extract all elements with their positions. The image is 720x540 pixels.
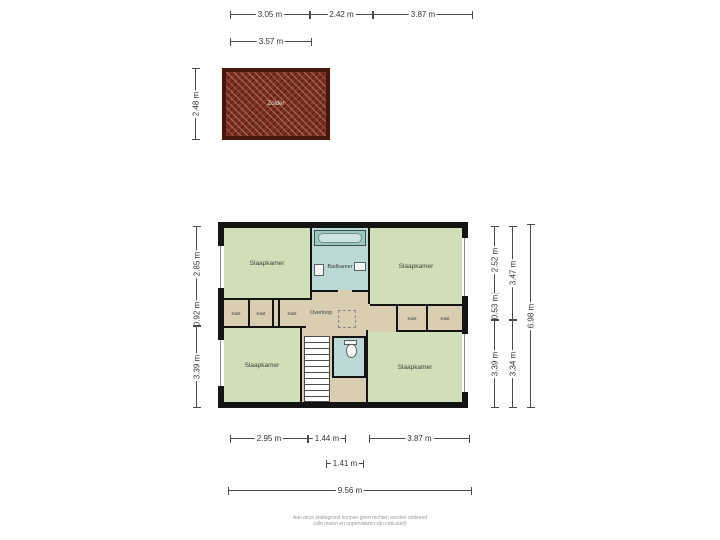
bathtub <box>314 230 366 246</box>
dim-label: 1.44 m <box>312 434 342 444</box>
dim-label: 3.47 m <box>508 258 518 288</box>
attic-plan: Zolder <box>222 68 330 140</box>
room-label: Kast <box>231 310 241 316</box>
wall <box>370 304 462 306</box>
dim-label: 6.98 m <box>526 301 536 331</box>
dim-left-3: 3.39 m <box>192 326 202 408</box>
window-left-bottom <box>218 340 224 386</box>
room-label: Kast <box>407 315 417 321</box>
wall <box>300 328 302 402</box>
dim-bottom-2: 1.44 m <box>308 434 346 444</box>
wall <box>224 326 306 328</box>
room-label: Slaapkamer <box>398 262 434 270</box>
room-bedroom-bottom-right: Slaapkamer <box>368 332 462 402</box>
room-bedroom-bottom-left: Slaapkamer <box>224 328 300 402</box>
wall <box>366 330 368 402</box>
room-label: Badkamer <box>327 264 353 270</box>
washer-dashed-outline <box>338 310 356 328</box>
dim-top-2: 2.42 m <box>310 10 373 20</box>
dim-label: 3.34 m <box>508 349 518 379</box>
dim-label: 0.92 m <box>192 299 202 329</box>
dim-label: 2.85 m <box>192 249 202 279</box>
dim-label: 3.05 m <box>255 10 285 20</box>
toilet-cistern <box>344 340 357 345</box>
window-left-top <box>218 246 224 288</box>
stairs <box>304 336 330 402</box>
dim-right-mid-2: 3.34 m <box>508 320 518 408</box>
dim-right-mid-1: 3.47 m <box>508 226 518 320</box>
room-closet-1: Kast <box>224 300 248 326</box>
room-label: Slaapkamer <box>244 361 280 369</box>
wall <box>396 306 398 330</box>
room-bedroom-top-left: Slaapkamer <box>224 228 310 298</box>
wall <box>310 228 312 298</box>
dim-label: 2.95 m <box>254 434 284 444</box>
door-gap-bathroom <box>338 290 352 292</box>
sink-fixture <box>354 262 366 271</box>
room-closet-3: Kast <box>280 300 304 326</box>
dim-attic-width: 3.57 m <box>230 37 312 47</box>
dim-label: 3.57 m <box>256 37 286 47</box>
toilet-fixture <box>346 344 357 358</box>
dim-bottom-4: 1.41 m <box>326 459 364 469</box>
room-label-zolder: Zolder <box>267 101 285 107</box>
dim-label: 3.87 m <box>408 10 438 20</box>
room-label: Kast <box>287 310 297 316</box>
room-wc <box>332 336 366 378</box>
room-closet-5: Kast <box>428 306 462 330</box>
bathtub-inner <box>318 233 362 243</box>
dim-attic-height: 2.48 m <box>191 68 201 140</box>
dim-label: 2.42 m <box>327 10 356 20</box>
dim-label: 3.39 m <box>490 349 500 379</box>
dim-top-1: 3.05 m <box>230 10 310 20</box>
dim-right-inner-2: 0.53 m <box>490 292 500 322</box>
dim-label: 2.48 m <box>191 89 201 119</box>
wall <box>272 300 274 326</box>
dim-right-inner-3: 3.39 m <box>490 320 500 408</box>
wall <box>396 330 462 332</box>
dim-right-outer: 6.98 m <box>526 224 536 408</box>
disclaimer-line-1: Aan deze plattegrond kunnen geen rechten… <box>292 515 428 521</box>
toilet-fixture <box>314 264 324 276</box>
dim-bottom-3: 3.87 m <box>369 434 470 444</box>
dim-right-inner-1: 2.52 m <box>490 226 500 294</box>
wall <box>426 306 428 330</box>
wall <box>278 300 280 326</box>
wall <box>224 298 312 300</box>
dim-left-1: 2.85 m <box>192 226 202 302</box>
dim-label: 9.56 m <box>335 486 365 496</box>
room-label: Slaapkamer <box>249 259 285 267</box>
room-closet-4: Kast <box>398 306 426 330</box>
room-label: Kast <box>440 315 450 321</box>
dim-top-3: 3.87 m <box>373 10 473 20</box>
disclaimer-caption: Aan deze plattegrond kunnen geen rechten… <box>293 515 427 527</box>
disclaimer-line-2: (alle maten en oppervlakten zijn indicat… <box>313 521 407 527</box>
room-closet-2: Kast <box>250 300 272 326</box>
first-floor-plan: Slaapkamer Badkamer Slaapkamer Kast Kast <box>218 222 468 408</box>
room-bedroom-top-right: Slaapkamer <box>370 228 462 304</box>
dim-label: 2.52 m <box>490 245 500 275</box>
room-label-landing: Overloop <box>310 310 333 316</box>
window-right-bottom <box>462 334 468 392</box>
wall <box>368 228 370 304</box>
room-label: Slaapkamer <box>397 363 433 371</box>
dim-label: 3.87 m <box>405 434 434 444</box>
dim-bottom-total: 9.56 m <box>228 486 472 496</box>
dim-label: 3.39 m <box>192 352 202 382</box>
wall <box>248 300 250 326</box>
dim-left-2: 0.92 m <box>192 299 202 329</box>
dim-bottom-1: 2.95 m <box>230 434 308 444</box>
window-right-top <box>462 238 468 296</box>
dim-label: 1.41 m <box>330 459 360 469</box>
dim-label: 0.53 m <box>490 292 500 322</box>
room-label: Kast <box>256 310 266 316</box>
